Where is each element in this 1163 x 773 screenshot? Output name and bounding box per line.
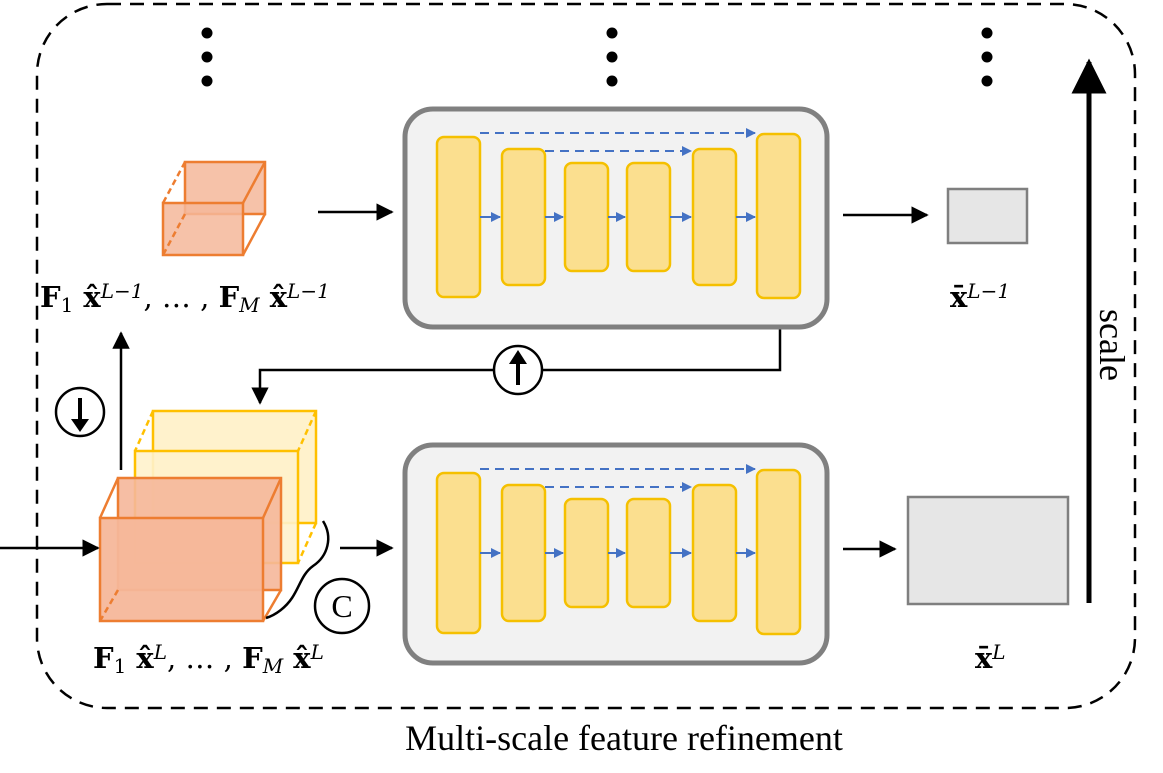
- unet-layer-5: [691, 483, 738, 623]
- unet-layer-3: [563, 497, 610, 609]
- svg-text:C: C: [331, 588, 352, 624]
- ellipsis-dots-left: [201, 27, 213, 87]
- up-arrow-circle-icon: [492, 344, 544, 396]
- low-res-feature-stack: [161, 160, 267, 257]
- unet-layer-6: [755, 468, 802, 636]
- label-high-res-output: x̄L: [975, 640, 1006, 675]
- unet-layer-4: [625, 497, 672, 609]
- output-image-high-res: [906, 495, 1070, 606]
- label-low-res-output: x̄L−1: [950, 279, 1010, 314]
- unet-block-bottom: [402, 442, 830, 666]
- ellipsis-dots-right: [981, 27, 993, 87]
- down-arrow-circle-icon: [54, 386, 106, 438]
- high-res-feature-stack: [98, 409, 318, 623]
- unet-layer-3: [563, 161, 610, 273]
- ellipsis-dots-middle: [606, 27, 618, 87]
- label-high-res-input: F1 x̂L, … , FM x̂L: [93, 640, 324, 678]
- scale-label: scale: [1092, 309, 1132, 381]
- unet-layer-1: [435, 135, 482, 299]
- unet-block-top: [402, 106, 830, 330]
- unet-layer-5: [691, 147, 738, 287]
- concat-circle-icon: C: [313, 577, 371, 635]
- outer-dashed-frame: [35, 2, 1137, 710]
- unet-layer-2: [500, 147, 547, 287]
- label-low-res-input: F1 x̂L−1, … , FM x̂L−1: [40, 279, 330, 317]
- concat-brace: [265, 520, 330, 620]
- unet-layer-4: [625, 161, 672, 273]
- unet-layer-2: [500, 483, 547, 623]
- output-image-low-res: [946, 187, 1029, 245]
- unet-layer-6: [755, 132, 802, 300]
- figure-caption: Multi-scale feature refinement: [405, 718, 843, 758]
- unet-layer-1: [435, 471, 482, 635]
